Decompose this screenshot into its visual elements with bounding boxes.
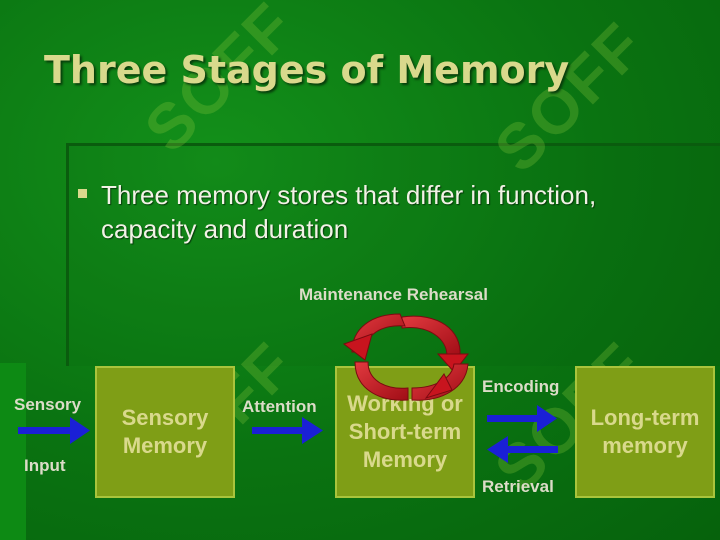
content-frame	[66, 143, 720, 366]
box-line: memory	[602, 433, 688, 458]
input-label: Input	[24, 456, 66, 475]
left-strip	[0, 363, 26, 540]
sensory-memory-box: Sensory Memory	[95, 366, 235, 498]
retrieval-label: Retrieval	[482, 477, 554, 496]
sensory-input-arrow-icon	[18, 417, 90, 444]
rehearsal-cycle-icon	[342, 313, 470, 401]
retrieval-arrow-icon	[487, 436, 558, 463]
attention-arrow-icon	[252, 417, 323, 444]
encoding-label: Encoding	[482, 377, 560, 396]
box-line: Short-term	[348, 419, 462, 444]
slide-title: Three Stages of Memory	[44, 48, 570, 92]
bullet-item: Three memory stores that differ in funct…	[78, 178, 678, 246]
maintenance-rehearsal-label: Maintenance Rehearsal	[299, 285, 488, 304]
box-line: Memory	[122, 433, 208, 458]
sensory-label: Sensory	[14, 395, 82, 414]
attention-label: Attention	[242, 397, 317, 416]
box-line: Long-term	[590, 405, 700, 430]
long-term-memory-box: Long-term memory	[575, 366, 715, 498]
box-line: Sensory	[121, 405, 209, 430]
box-line: Memory	[362, 447, 448, 472]
encoding-arrow-icon	[487, 405, 557, 432]
bullet-text: Three memory stores that differ in funct…	[101, 180, 597, 244]
bullet-marker-icon	[78, 189, 87, 198]
